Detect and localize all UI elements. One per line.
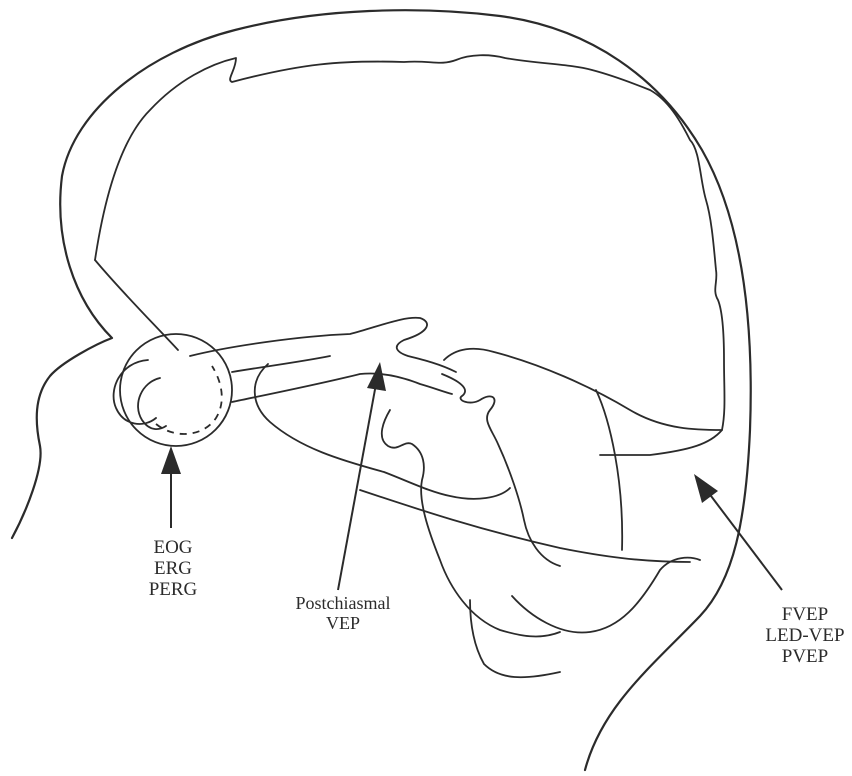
arrow-occipital-head: [694, 474, 718, 503]
optic-nerve-lower: [232, 373, 452, 402]
arrow-occipital-shaft: [708, 492, 782, 590]
occipital-tests-label: FVEP LED-VEP PVEP: [740, 604, 852, 667]
brainstem: [442, 374, 560, 566]
erg-label: ERG: [128, 558, 218, 579]
occipital-fold: [596, 390, 622, 550]
optic-radiation: [444, 349, 722, 430]
brain-outline: [95, 55, 725, 455]
spinal-cord: [470, 600, 560, 677]
arrow-postchiasmal-shaft: [338, 384, 376, 590]
fvep-label: FVEP: [740, 604, 852, 625]
eye-tests-label: EOG ERG PERG: [128, 537, 218, 600]
postchiasmal-vep-label: Postchiasmal VEP: [258, 593, 428, 633]
optic-nerve-middle: [232, 356, 330, 372]
led-vep-label: LED-VEP: [740, 625, 852, 646]
retina-dashed: [156, 366, 222, 434]
frontal-lobe-base: [95, 260, 178, 350]
eog-label: EOG: [128, 537, 218, 558]
arrow-eye-head: [161, 446, 181, 474]
postchiasmal-label: Postchiasmal: [258, 593, 428, 613]
optic-nerve-upper: [190, 318, 456, 372]
perg-label: PERG: [128, 579, 218, 600]
arrow-postchiasmal-head: [367, 362, 386, 391]
cerebellum: [512, 558, 700, 633]
pvep-label: PVEP: [740, 646, 852, 667]
vep-label: VEP: [258, 613, 428, 633]
